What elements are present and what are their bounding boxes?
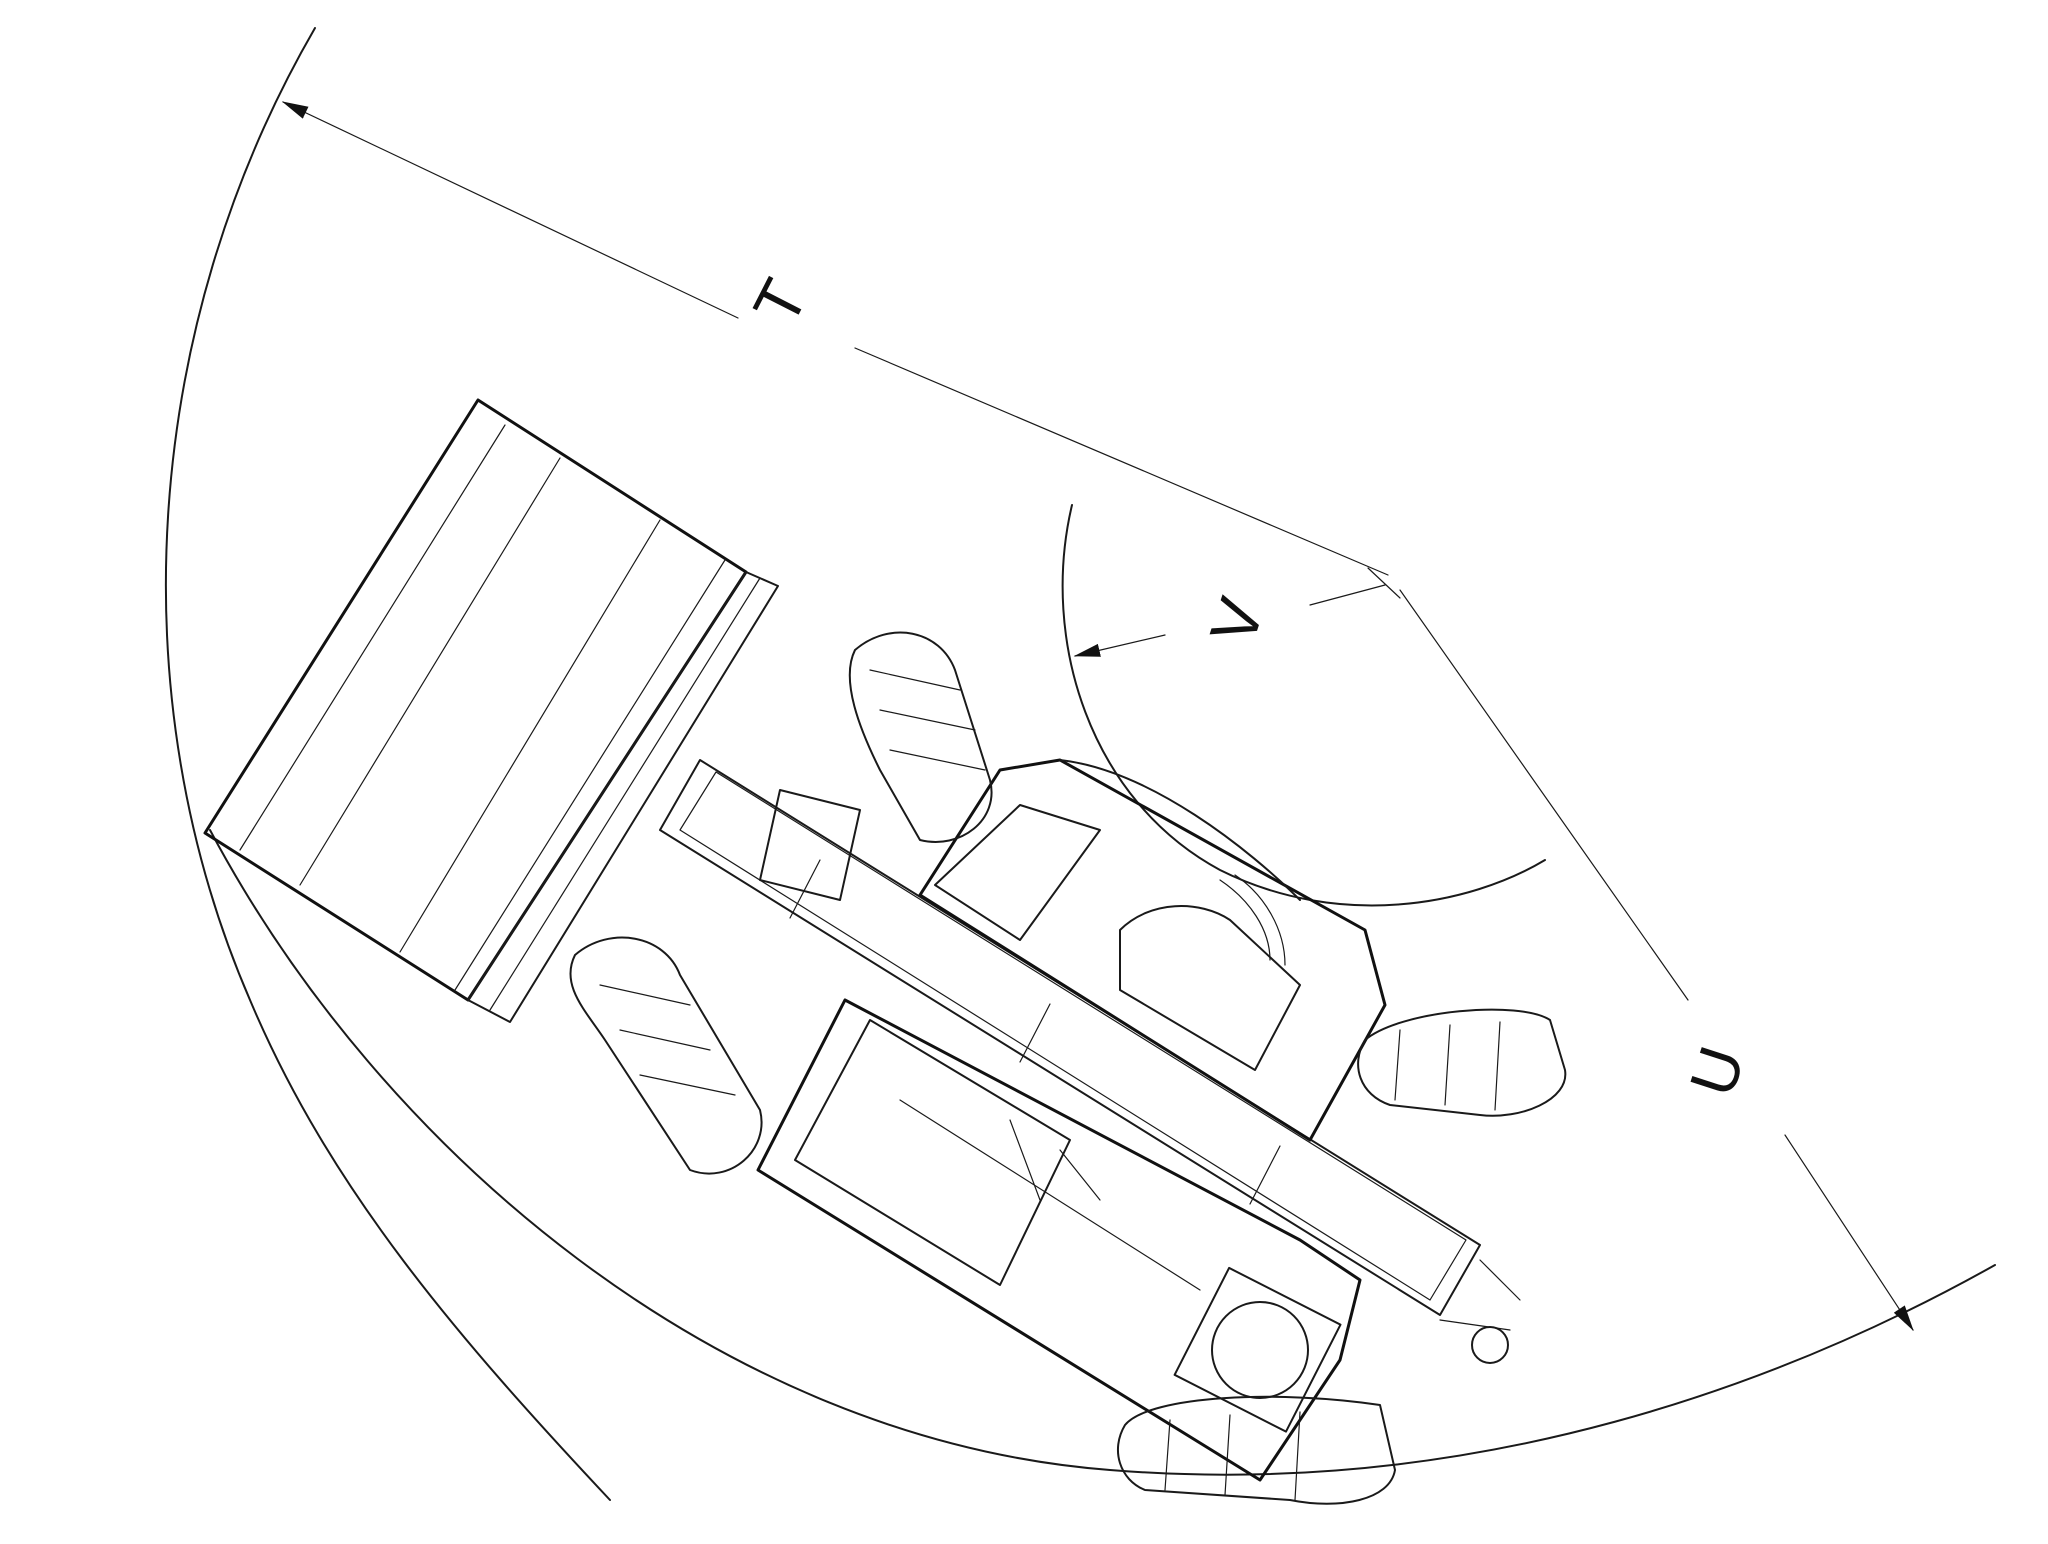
boom-arm: [659, 759, 1481, 1316]
label-u: U: [1676, 1038, 1759, 1104]
inner-swing-arc: [1061, 504, 1546, 907]
label-t: T: [739, 268, 821, 336]
undercarriage: [756, 998, 1362, 1482]
dimension-v: [1073, 567, 1401, 657]
cab: [918, 758, 1387, 1142]
rear-hitch: [1439, 1259, 1521, 1364]
wheel-rear-right: [1116, 1395, 1396, 1505]
label-v: V: [1196, 589, 1278, 652]
dimension-t: [281, 101, 1389, 576]
dimension-u: [1399, 589, 1914, 1332]
tail-swing-arc: [209, 829, 1996, 1476]
wheel-front-right: [1357, 1008, 1567, 1117]
outer-swing-arc: [164, 27, 611, 1501]
wheel-front-left: [848, 631, 993, 843]
wheel-rear-left: [569, 936, 763, 1175]
machine-drawing: [203, 398, 1567, 1505]
bucket: [203, 398, 779, 1023]
